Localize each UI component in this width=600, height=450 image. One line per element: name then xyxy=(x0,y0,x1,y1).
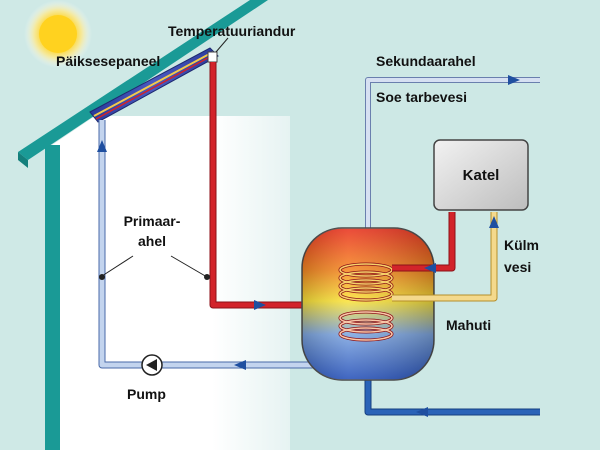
house-interior-light xyxy=(95,116,290,450)
primary-hot-pipe xyxy=(209,62,302,309)
label-solar-panel: Päiksesepaneel xyxy=(56,53,160,69)
junction-dot-left xyxy=(99,274,105,280)
roof xyxy=(18,0,268,160)
label-hot-tap-water: Soe tarbevesi xyxy=(376,89,467,105)
boiler-box xyxy=(433,139,529,211)
sun-icon xyxy=(24,0,92,68)
pump-icon xyxy=(141,354,163,376)
storage-tank xyxy=(301,227,435,381)
boiler-cold-pipe xyxy=(392,212,498,302)
primary-leader-lines xyxy=(101,255,208,278)
boiler-hot-pipe xyxy=(392,212,456,272)
lower-coil xyxy=(338,310,394,342)
house-wall-post xyxy=(45,145,60,450)
label-primary-circuit-1: Primaar- xyxy=(124,213,181,229)
label-pump: Pump xyxy=(127,386,166,402)
label-temperature-sensor: Temperatuuriandur xyxy=(168,23,296,39)
label-boiler: Katel xyxy=(463,167,500,184)
label-primary-circuit-2: ahel xyxy=(138,233,166,249)
sensor-leader-line xyxy=(215,37,229,53)
secondary-pipe xyxy=(365,77,540,238)
label-tank: Mahuti xyxy=(446,317,491,333)
label-cold-water-1: Külm xyxy=(504,237,539,253)
cold-inlet-pipe xyxy=(364,375,540,416)
label-secondary-circuit: Sekundaarahel xyxy=(376,53,476,69)
label-cold-water-2: vesi xyxy=(504,259,531,275)
junction-dot-right xyxy=(204,274,210,280)
flow-arrow-icon xyxy=(97,75,520,417)
roof-edge xyxy=(18,152,28,168)
solar-panel xyxy=(89,47,219,123)
temperature-sensor xyxy=(207,51,218,63)
house-outer-wall xyxy=(52,116,95,450)
